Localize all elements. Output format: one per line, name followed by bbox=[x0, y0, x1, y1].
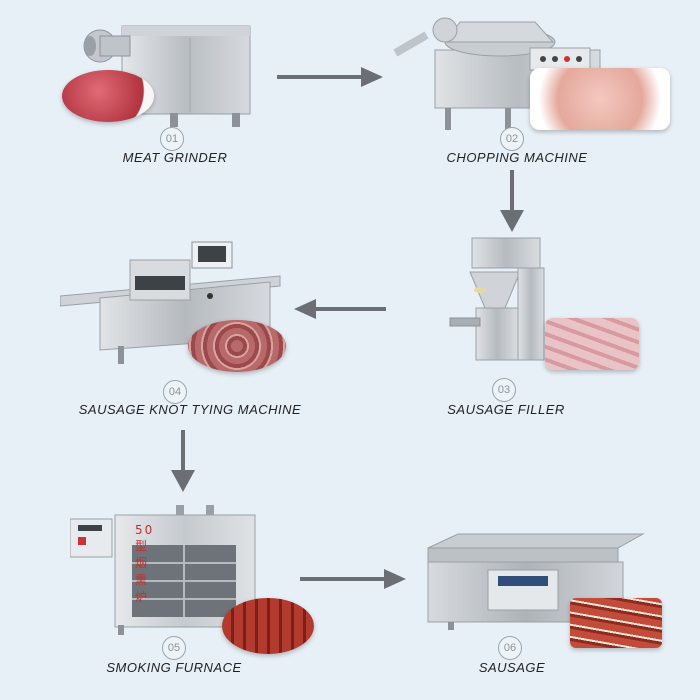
step-number: 05 bbox=[162, 636, 186, 660]
step-number: 03 bbox=[492, 378, 516, 402]
filled-sausage-photo bbox=[545, 318, 639, 370]
raw-meat-photo bbox=[62, 70, 154, 122]
minced-meat-photo bbox=[530, 68, 670, 130]
packaged-sausage-photo bbox=[570, 598, 662, 648]
step-label: SAUSAGE KNOT TYING MACHINE bbox=[78, 402, 302, 417]
step-label: MEAT GRINDER bbox=[122, 150, 228, 165]
step-number: 02 bbox=[500, 127, 524, 151]
step-number: 04 bbox=[163, 380, 187, 404]
step-label: CHOPPING MACHINE bbox=[446, 150, 588, 165]
knotted-sausage-photo bbox=[188, 320, 286, 372]
step-number: 01 bbox=[160, 127, 184, 151]
arrow-left-icon bbox=[294, 299, 386, 319]
chopping-machine-image bbox=[393, 17, 601, 130]
step-label: SAUSAGE bbox=[478, 660, 546, 675]
arrow-right-icon bbox=[300, 569, 406, 589]
arrow-down-icon bbox=[171, 430, 195, 492]
arrow-down-icon bbox=[500, 170, 524, 232]
step-label: SAUSAGE FILLER bbox=[447, 402, 565, 417]
furnace-sign: 50 型烟熏炉 bbox=[135, 523, 155, 604]
step-label: SMOKING FURNACE bbox=[106, 660, 242, 675]
arrow-right-icon bbox=[277, 67, 383, 87]
step-number: 06 bbox=[498, 636, 522, 660]
smoked-sausage-photo bbox=[222, 598, 314, 654]
sausage-filler-image bbox=[449, 237, 545, 361]
